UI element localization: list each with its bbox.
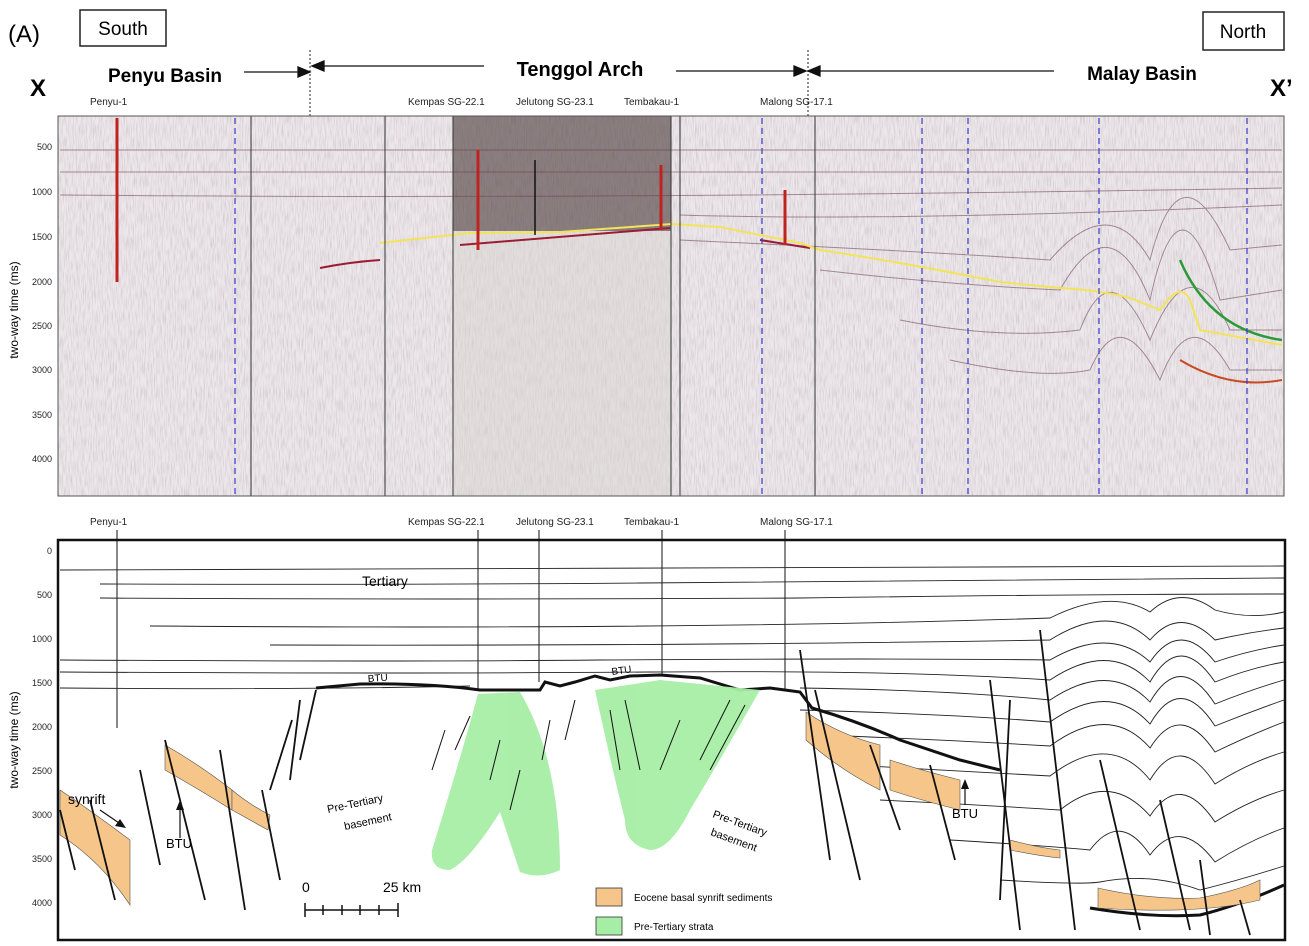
seismic-btu-horizon (379, 222, 1283, 346)
interp-ylabel: two-way time (ms) (7, 691, 21, 788)
region-tenggol-arch: Tenggol Arch (517, 59, 644, 81)
interp-ytick: 500 (37, 590, 52, 600)
seismic-yticks: 500 1000 1500 2000 2500 3000 3500 4000 (32, 142, 52, 464)
seismic-ytick: 500 (37, 142, 52, 152)
boundary-dotted-lines (309, 50, 809, 265)
label-btu-2: BTU (611, 664, 632, 678)
interp-ytick: 2000 (32, 722, 52, 732)
tertiary-horizons (59, 565, 1285, 891)
interp-ytick: 4000 (32, 898, 52, 908)
scale-bar-start: 0 (302, 879, 310, 895)
region-malay-basin: Malay Basin (1087, 64, 1197, 85)
interp-ytick: 2500 (32, 766, 52, 776)
seismic-guide-lines (234, 118, 1248, 494)
interp-ytick: 1500 (32, 678, 52, 688)
section-end-left: X (30, 75, 46, 102)
scale-bar: 0 25 km (302, 879, 421, 917)
bottom-well-jelutong: Jelutong SG-23.1 (516, 517, 594, 528)
panel-label: (A) (8, 21, 40, 48)
region-penyu-basin: Penyu Basin (108, 66, 222, 87)
south-box (79, 9, 167, 47)
direction-north: North (1220, 22, 1266, 43)
seismic-ytick: 3500 (32, 410, 52, 420)
seismic-ytick: 1500 (32, 232, 52, 242)
btu-surface (315, 673, 1001, 772)
bottom-well-kempas: Kempas SG-22.1 (408, 517, 485, 528)
seismic-ytick: 4000 (32, 454, 52, 464)
label-tertiary: Tertiary (362, 573, 408, 589)
interp-ytick: 0 (47, 546, 52, 556)
seismic-ytick: 3000 (32, 365, 52, 375)
seismic-wells (115, 118, 787, 282)
label-btu-1: BTU (367, 673, 388, 685)
legend: Eocene basal synrift sediments Pre-Terti… (595, 887, 772, 936)
legend-label-synrift: Eocene basal synrift sediments (634, 893, 772, 904)
seismic-ylabel: two-way time (ms) (7, 261, 21, 358)
top-well-tembakau: Tembakau-1 (624, 97, 679, 108)
label-btu-4: BTU (952, 806, 978, 821)
seismic-ytick: 2000 (32, 277, 52, 287)
direction-south: South (98, 19, 148, 40)
seismic-panel (57, 115, 1285, 497)
legend-swatch-synrift (595, 887, 623, 907)
top-well-kempas: Kempas SG-22.1 (408, 97, 485, 108)
seismic-ytick: 1000 (32, 187, 52, 197)
faults (59, 629, 1251, 936)
top-well-labels: Penyu-1 Kempas SG-22.1 Jelutong SG-23.1 … (90, 97, 833, 108)
legend-label-pretertiary: Pre-Tertiary strata (634, 922, 714, 933)
seismic-ytick: 2500 (32, 321, 52, 331)
interpretation-panel (56, 530, 1287, 942)
label-synrift: synrift (68, 791, 105, 807)
bottom-well-penyu-1: Penyu-1 (90, 517, 128, 528)
region-arrows (244, 60, 1054, 78)
interp-ytick: 3500 (32, 854, 52, 864)
legend-swatch-pretertiary (595, 916, 623, 936)
interp-ytick: 1000 (32, 634, 52, 644)
section-end-right: X’ (1270, 75, 1293, 102)
scale-bar-end: 25 km (383, 879, 421, 895)
interp-yticks: 0 500 1000 1500 2000 2500 3000 3500 4000 (32, 546, 52, 908)
label-btu-3: BTU (166, 836, 192, 851)
bottom-well-labels: Penyu-1 Kempas SG-22.1 Jelutong SG-23.1 … (90, 517, 833, 528)
top-well-jelutong: Jelutong SG-23.1 (516, 97, 594, 108)
top-well-penyu-1: Penyu-1 (90, 97, 128, 108)
north-box (1202, 11, 1285, 51)
interp-ytick: 3000 (32, 810, 52, 820)
top-well-malong: Malong SG-17.1 (760, 97, 833, 108)
bottom-well-malong: Malong SG-17.1 (760, 517, 833, 528)
bottom-well-tembakau: Tembakau-1 (624, 517, 679, 528)
